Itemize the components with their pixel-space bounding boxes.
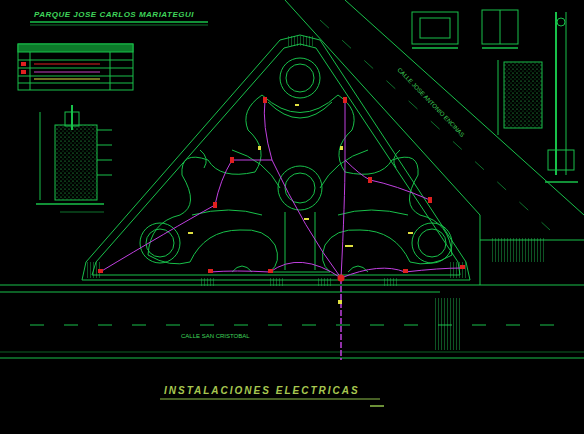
park-title: PARQUE JOSE CARLOS MARIATEGUI bbox=[34, 11, 194, 19]
street-name: CALLE SAN CRISTOBAL bbox=[180, 333, 251, 339]
sheet-caption: INSTALACIONES ELECTRICAS bbox=[164, 386, 360, 396]
